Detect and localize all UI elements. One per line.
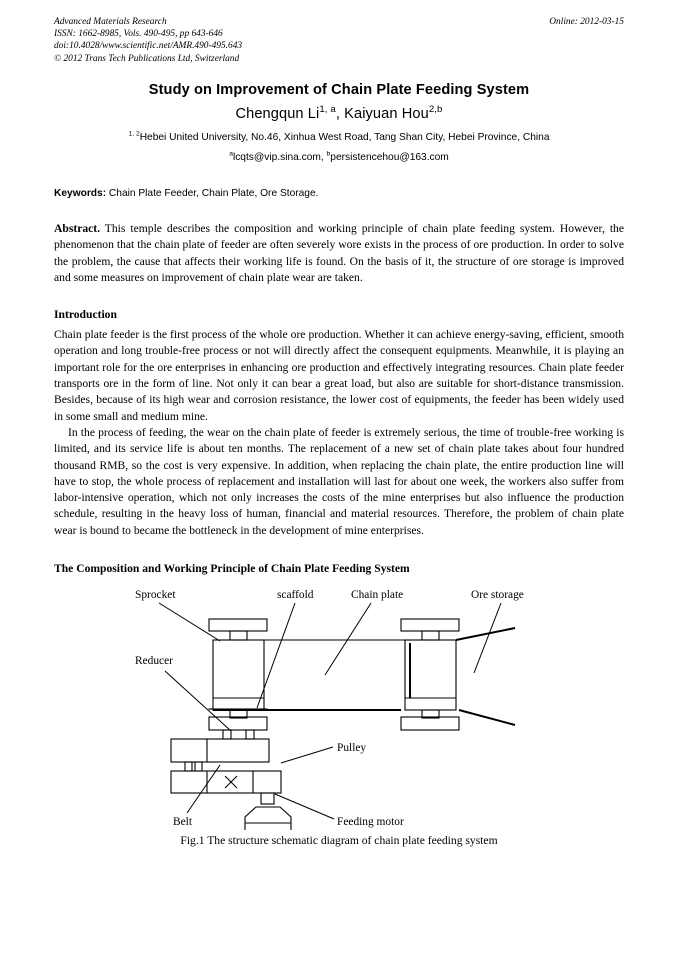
left-bearing-leg-1 — [222, 729, 232, 740]
author-1-affil-marker: 1, a — [319, 104, 336, 116]
figure-1-caption: Fig.1 The structure schematic diagram of… — [180, 834, 498, 848]
keywords-value: Chain Plate Feeder, Chain Plate, Ore Sto… — [106, 188, 319, 199]
label-feeding-motor: Feeding motor — [337, 816, 404, 828]
label-scaffold: scaffold — [277, 589, 314, 601]
leader-reducer — [164, 670, 232, 732]
label-sprocket: Sprocket — [135, 589, 176, 601]
email-b-marker: b — [326, 150, 331, 158]
left-bearing-leg-2 — [245, 729, 255, 740]
journal-name: Advanced Materials Research — [54, 17, 167, 27]
section-heading-composition: The Composition and Working Principle of… — [54, 562, 410, 576]
figure-1: Sprocket scaffold Chain plate Ore storag… — [54, 585, 624, 847]
header-left-block: Advanced Materials Research ISSN: 1662-8… — [54, 16, 624, 65]
left-sprocket-top-plate — [208, 618, 268, 632]
left-bearing-plate — [208, 716, 268, 731]
doi-line: doi:10.4028/www.scientific.net/AMR.490-4… — [54, 41, 243, 52]
email-b[interactable]: persistencehou@163.com — [330, 152, 449, 163]
leader-chain-plate — [324, 602, 372, 676]
right-sprocket-top-hub — [421, 630, 440, 641]
leader-pulley — [280, 746, 334, 764]
abstract-block: Abstract. This temple describes the comp… — [54, 221, 624, 286]
affiliation-text: Hebei United University, No.46, Xinhua W… — [139, 132, 550, 143]
leader-belt — [186, 764, 221, 814]
affiliation-marker: 1, 2 — [128, 130, 140, 138]
figure-1-schematic: Sprocket scaffold Chain plate Ore storag… — [135, 589, 524, 831]
author-separator: , — [335, 106, 345, 122]
pulley-shaft — [260, 792, 275, 805]
email-a[interactable]: lcqts@vip.sina.com, — [232, 152, 327, 163]
belt-pulley-bar — [170, 770, 282, 794]
author-emails: alcqts@vip.sina.com, bpersistencehou@163… — [54, 150, 624, 163]
author-2-name: Kaiyuan Hou — [344, 106, 429, 122]
keywords-label: Keywords: — [54, 188, 107, 199]
right-sprocket-bottom-hub — [421, 709, 440, 719]
author-list: Chengqun Li1, a, Kaiyuan Hou2,b — [54, 104, 624, 122]
ore-storage-lower-wall — [458, 709, 516, 727]
label-pulley: Pulley — [337, 742, 366, 754]
author-1-name: Chengqun Li — [235, 106, 320, 122]
email-a-marker: a — [229, 150, 233, 158]
left-sprocket-top-hub — [229, 630, 248, 641]
intro-paragraph-1: Chain plate feeder is the first process … — [54, 328, 624, 423]
label-chain-plate: Chain plate — [351, 589, 403, 601]
affiliation: 1, 2Hebei United University, No.46, Xinh… — [54, 130, 624, 143]
abstract-label: Abstract. — [54, 222, 101, 235]
abstract-text: This temple describes the composition an… — [54, 222, 624, 284]
reducer-body — [170, 738, 270, 763]
reducer-foot-1 — [184, 761, 193, 772]
label-ore-storage: Ore storage — [471, 589, 524, 601]
leader-feeding-motor — [274, 793, 335, 820]
author-2-affil-marker: 2,b — [428, 104, 443, 116]
leader-ore-storage — [473, 602, 502, 674]
section-heading-introduction: Introduction — [54, 308, 117, 322]
issn-line: ISSN: 1662-8985, Vols. 490-495, pp 643-6… — [54, 29, 223, 40]
online-date: Online: 2012-03-15 — [549, 17, 624, 27]
ore-storage-upper-wall — [455, 627, 516, 642]
label-belt: Belt — [173, 816, 193, 828]
feeding-motor-body — [244, 806, 292, 831]
paper-title: Study on Improvement of Chain Plate Feed… — [148, 82, 530, 98]
left-sprocket-drum — [212, 639, 265, 711]
leader-sprocket — [158, 602, 221, 642]
belt-x-stroke-2 — [224, 775, 238, 789]
right-sprocket-drum — [404, 639, 457, 711]
keywords-line: Keywords: Chain Plate Feeder, Chain Plat… — [54, 188, 624, 199]
copyright-line: © 2012 Trans Tech Publications Ltd, Swit… — [54, 53, 240, 64]
right-bearing-plate — [400, 716, 460, 731]
reducer-foot-2 — [194, 761, 203, 772]
label-reducer: Reducer — [135, 655, 173, 667]
intro-paragraph-2: In the process of feeding, the wear on t… — [54, 425, 624, 537]
running-header: Advanced Materials Research ISSN: 1662-8… — [54, 16, 624, 76]
leader-scaffold — [256, 602, 296, 709]
right-sprocket-top-plate — [400, 618, 460, 632]
